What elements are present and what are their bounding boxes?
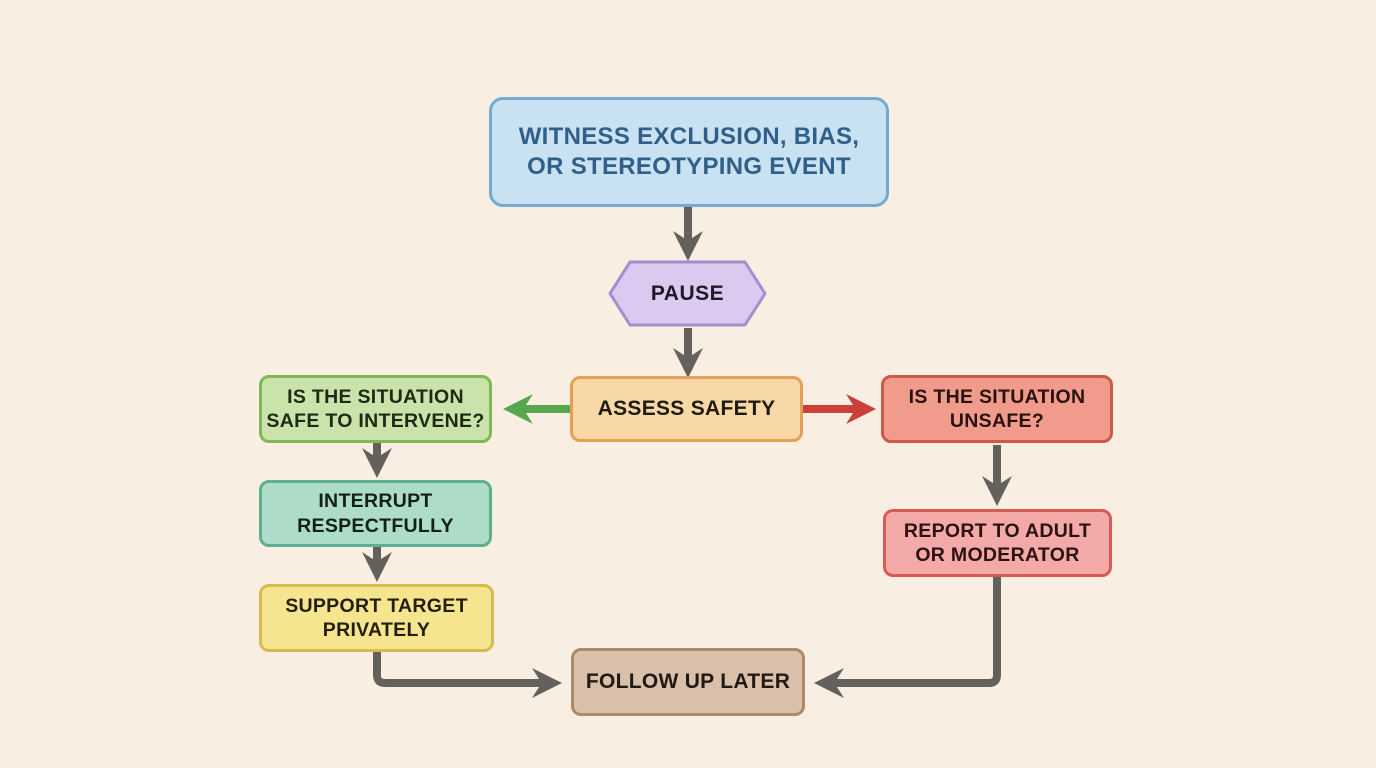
node-unsafe-question: IS THE SITUATION UNSAFE? xyxy=(881,375,1113,443)
node-interrupt-respectfully: INTERRUPT RESPECTFULLY xyxy=(259,480,492,547)
hexagon-shape xyxy=(608,260,767,327)
node-assess-safety: ASSESS SAFETY xyxy=(570,376,803,442)
node-safe-question: IS THE SITUATION SAFE TO INTERVENE? xyxy=(259,375,492,443)
node-pause-label: PAUSE xyxy=(650,281,725,305)
node-support-target: SUPPORT TARGET PRIVATELY xyxy=(259,584,494,652)
node-report-adult: REPORT TO ADULT OR MODERATOR xyxy=(883,509,1112,577)
node-witness-event: WITNESS EXCLUSION, BIAS, OR STEREOTYPING… xyxy=(489,97,889,207)
arrow-support-to-followup xyxy=(373,652,562,698)
node-pause: PAUSE xyxy=(607,259,768,328)
node-follow-up: FOLLOW UP LATER xyxy=(571,648,805,716)
arrow-report-to-followup xyxy=(814,577,1001,698)
